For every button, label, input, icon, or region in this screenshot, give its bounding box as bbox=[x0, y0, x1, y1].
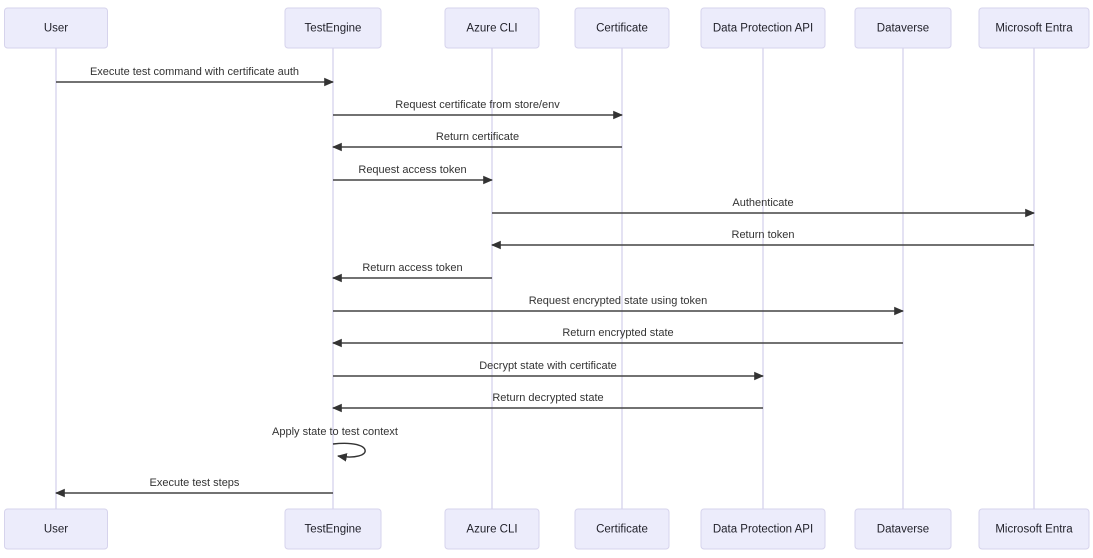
participant-label-certificate-top: Certificate bbox=[596, 23, 648, 35]
participant-box-user-bottom[interactable] bbox=[4, 508, 108, 550]
participant-box-azurecli-top[interactable] bbox=[444, 7, 540, 49]
participant-box-testengine-bottom[interactable] bbox=[284, 508, 382, 550]
participant-label-azurecli-bottom: Azure CLI bbox=[466, 524, 517, 536]
participant-label-testengine-bottom: TestEngine bbox=[305, 524, 362, 536]
participant-box-dataverse-bottom[interactable] bbox=[854, 508, 952, 550]
participant-box-azurecli-bottom[interactable] bbox=[444, 508, 540, 550]
message-4: Authenticate bbox=[492, 197, 1035, 218]
participant-box-dataverse-top[interactable] bbox=[854, 7, 952, 49]
participant-label-dataprotection-top: Data Protection API bbox=[713, 23, 813, 35]
participant-label-user-bottom: User bbox=[44, 524, 68, 536]
message-label-0: Execute test command with certificate au… bbox=[90, 66, 299, 78]
participant-label-testengine-top: TestEngine bbox=[305, 23, 362, 35]
participant-box-dataprotection-bottom[interactable] bbox=[700, 508, 826, 550]
participant-box-certificate-bottom[interactable] bbox=[574, 508, 670, 550]
participant-label-dataprotection-bottom: Data Protection API bbox=[713, 524, 813, 536]
message-label-10: Return decrypted state bbox=[492, 392, 603, 404]
message-3: Request access token bbox=[333, 164, 493, 185]
message-label-6: Return access token bbox=[362, 262, 462, 274]
message-12: Execute test steps bbox=[55, 477, 333, 498]
participant-box-certificate-top[interactable] bbox=[574, 7, 670, 49]
message-7: Request encrypted state using token bbox=[333, 295, 904, 316]
participant-label-dataverse-bottom: Dataverse bbox=[877, 524, 929, 536]
message-1: Request certificate from store/env bbox=[333, 99, 623, 120]
message-label-12: Execute test steps bbox=[150, 477, 240, 489]
message-label-8: Return encrypted state bbox=[562, 327, 673, 339]
message-label-2: Return certificate bbox=[436, 131, 519, 143]
participant-label-certificate-bottom: Certificate bbox=[596, 524, 648, 536]
message-10: Return decrypted state bbox=[332, 392, 763, 413]
participant-box-user-top[interactable] bbox=[4, 7, 108, 49]
participant-box-dataprotection-top[interactable] bbox=[700, 7, 826, 49]
message-6: Return access token bbox=[332, 262, 492, 283]
participant-box-entra-top[interactable] bbox=[978, 7, 1090, 49]
message-label-5: Return token bbox=[732, 229, 795, 241]
message-11: Apply state to test context bbox=[272, 426, 398, 462]
message-8: Return encrypted state bbox=[332, 327, 903, 348]
participant-boxes-bottom: User TestEngine Azure CLI Certificate Data P… bbox=[4, 508, 1090, 550]
message-0: Execute test command with certificate au… bbox=[56, 66, 334, 87]
lifelines bbox=[55, 48, 1035, 509]
participant-label-azurecli-top: Azure CLI bbox=[466, 23, 517, 35]
message-9: Decrypt state with certificate bbox=[333, 360, 764, 381]
participant-label-entra-top: Microsoft Entra bbox=[995, 23, 1073, 35]
messages: Execute test command with certificate au… bbox=[55, 66, 1035, 498]
participant-box-entra-bottom[interactable] bbox=[978, 508, 1090, 550]
message-label-7: Request encrypted state using token bbox=[529, 295, 708, 307]
message-label-4: Authenticate bbox=[732, 197, 793, 209]
message-5: Return token bbox=[491, 229, 1034, 250]
participant-label-user-top: User bbox=[44, 23, 68, 35]
participant-label-entra-bottom: Microsoft Entra bbox=[995, 524, 1073, 536]
participant-label-dataverse-top: Dataverse bbox=[877, 23, 929, 35]
message-label-9: Decrypt state with certificate bbox=[479, 360, 617, 372]
message-label-3: Request access token bbox=[358, 164, 466, 176]
participant-box-testengine-top[interactable] bbox=[284, 7, 382, 49]
message-label-1: Request certificate from store/env bbox=[395, 99, 560, 111]
participant-boxes-top: User TestEngine Azure CLI Certificate Data P… bbox=[4, 7, 1090, 49]
self-loop-path bbox=[332, 442, 366, 462]
message-2: Return certificate bbox=[332, 131, 622, 152]
message-label-11: Apply state to test context bbox=[272, 426, 398, 438]
